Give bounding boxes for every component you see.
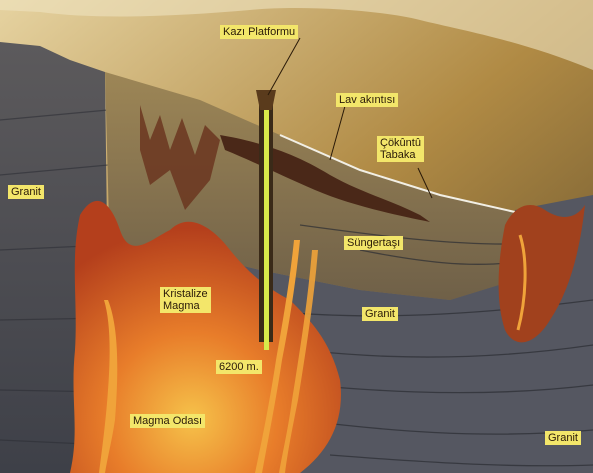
label-drilling-platform: Kazı Platformu bbox=[220, 25, 298, 39]
label-subsidence-layer: Çökûntû Tabaka bbox=[377, 136, 424, 162]
label-drill-depth: 6200 m. bbox=[216, 360, 262, 374]
label-lava-flow: Lav akıntısı bbox=[336, 93, 398, 107]
label-magma-chamber: Magma Odası bbox=[130, 414, 205, 428]
label-subsidence-line1: Çökûntû bbox=[380, 137, 421, 149]
label-crystallized-line1: Kristalize bbox=[163, 288, 208, 300]
label-subsidence-line2: Tabaka bbox=[380, 149, 421, 161]
label-crystallized-line2: Magma bbox=[163, 300, 208, 312]
drill-pipe bbox=[264, 92, 269, 350]
label-granite-left: Granit bbox=[8, 185, 44, 199]
label-crystallized-magma: Kristalize Magma bbox=[160, 287, 211, 313]
label-granite-right: Granit bbox=[545, 431, 581, 445]
label-granite-middle: Granit bbox=[362, 307, 398, 321]
label-pumice: Süngertaşı bbox=[344, 236, 403, 250]
